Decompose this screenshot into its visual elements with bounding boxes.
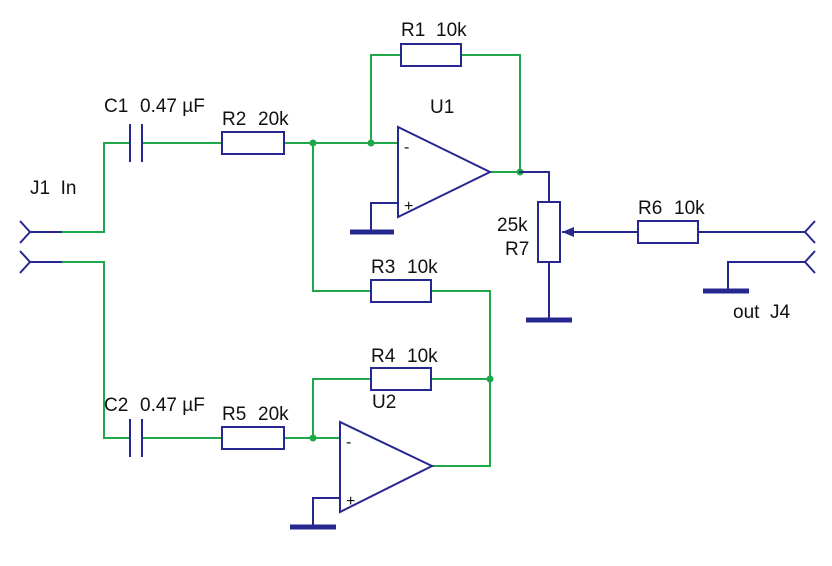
wire-r3-left <box>312 142 372 292</box>
wire-u1-plus-ground <box>370 202 399 232</box>
input-label: J1 In <box>30 178 76 199</box>
wire-output-ground <box>727 261 806 292</box>
resistor-r1 <box>400 43 462 67</box>
wire-r4-left <box>312 378 372 439</box>
resistor-r3 <box>370 279 432 303</box>
wiper-arrow-icon <box>562 227 574 237</box>
r4-ref-label: R4 <box>371 346 396 367</box>
resistor-r5 <box>221 426 285 450</box>
c1-value-label: 0.47 µF <box>140 96 205 117</box>
r6-ref-label: R6 <box>638 198 662 219</box>
r5-value-label: 20k <box>258 404 289 425</box>
opamp-u2-inverting-pin: - <box>346 434 351 451</box>
input-connector-j1 <box>19 220 62 274</box>
opamp-u2-noninverting-pin: + <box>346 493 355 510</box>
junction-dot <box>309 434 317 442</box>
wire-r1-left <box>370 54 402 144</box>
r4-value-label: 10k <box>407 346 438 367</box>
blue-wires <box>312 171 806 527</box>
opamp-u1: - + <box>397 125 493 219</box>
u1-ref-label: U1 <box>430 97 454 118</box>
wire-input-c2 <box>61 261 131 439</box>
c2-ref-label: C2 <box>104 395 128 416</box>
junction-dot <box>367 139 375 147</box>
c1-ref-label: C1 <box>104 96 128 117</box>
wire-r1-right <box>460 54 521 173</box>
potentiometer-r7 <box>537 201 577 263</box>
r2-ref-label: R2 <box>222 109 246 130</box>
wire-u2-plus-ground <box>312 497 341 527</box>
output-connector-j4 <box>803 220 816 274</box>
r3-ref-label: R3 <box>371 257 395 278</box>
r1-value-label: 10k <box>436 20 467 41</box>
junction-dot <box>486 375 494 383</box>
r7-value-label: 25k <box>497 215 528 236</box>
r3-value-label: 10k <box>407 257 438 278</box>
r1-ref-label: R1 <box>401 20 425 41</box>
r5-ref-label: R5 <box>222 404 246 425</box>
output-label: out J4 <box>733 302 790 323</box>
junction-dot <box>309 139 317 147</box>
r2-value-label: 20k <box>258 109 289 130</box>
c2-value-label: 0.47 µF <box>140 395 205 416</box>
wire-u1-out-pot <box>519 171 550 203</box>
r7-ref-label: R7 <box>505 239 529 260</box>
capacitor-c1 <box>129 124 143 162</box>
opamp-u1-noninverting-pin: + <box>404 198 413 215</box>
opamp-u2: - + <box>339 420 435 514</box>
opamp-u1-inverting-pin: - <box>404 139 409 156</box>
wire-input-c1 <box>61 142 131 233</box>
u2-ref-label: U2 <box>372 392 396 413</box>
resistor-r6 <box>637 220 699 244</box>
resistor-r4 <box>370 367 432 391</box>
capacitor-c2 <box>129 419 143 457</box>
resistor-r2 <box>221 131 285 155</box>
wires <box>61 54 524 467</box>
r6-value-label: 10k <box>674 198 705 219</box>
